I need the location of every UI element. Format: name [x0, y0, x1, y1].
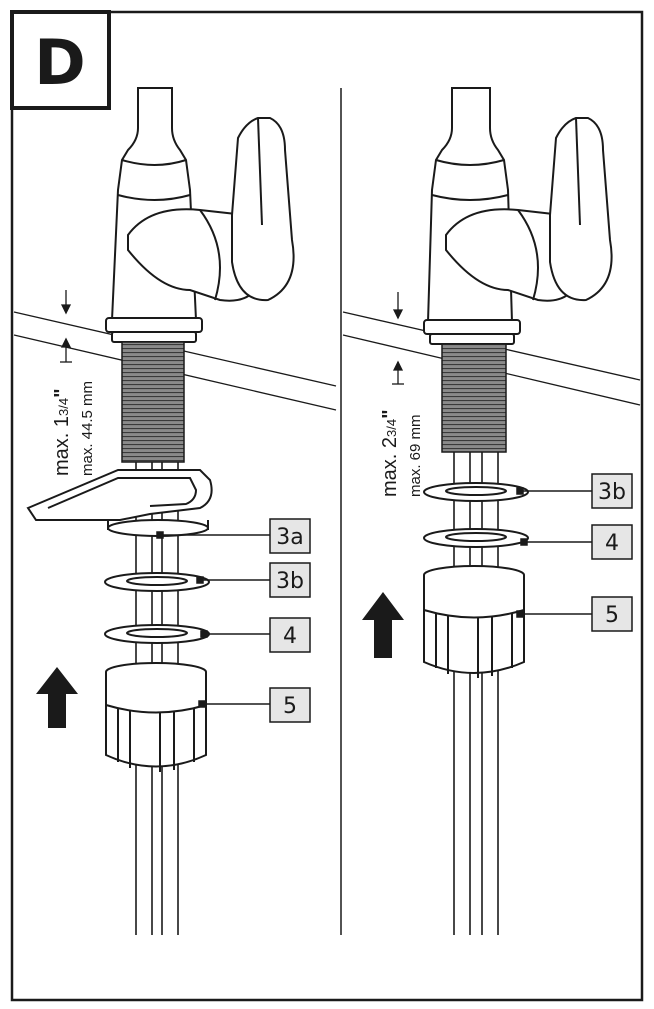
callout-5-left: 5 — [269, 687, 311, 723]
nut-5-left — [105, 662, 207, 772]
washer-3b-left — [104, 572, 210, 592]
callout-5-right: 5 — [591, 596, 633, 632]
dimension-imperial-left: max. 13/4" — [51, 388, 73, 476]
dimension-metric-right: max. 69 mm — [407, 414, 424, 497]
svg-text:5: 5 — [605, 603, 619, 628]
outer-frame — [10, 10, 644, 1002]
dimension-imperial-right: max. 23/4" — [379, 409, 401, 497]
washer-4-left — [104, 624, 210, 644]
callout-4-right: 4 — [591, 524, 633, 560]
left-panel: max. 13/4" max. 44.5 mm 3a 3b 4 5 — [13, 87, 337, 935]
dimension-marker-left — [60, 290, 72, 363]
up-arrow-icon — [362, 592, 404, 658]
callout-3b-left: 3b — [269, 562, 311, 598]
washer-3b-right — [423, 482, 529, 502]
svg-text:3b: 3b — [276, 569, 304, 594]
dimension-marker-right — [392, 292, 404, 385]
supply-hoses — [453, 452, 499, 935]
svg-text:5: 5 — [283, 694, 297, 719]
faucet-body — [423, 87, 613, 345]
right-panel: max. 23/4" max. 69 mm 3b 4 5 — [342, 87, 641, 935]
step-letter: D — [34, 26, 85, 99]
svg-text:3b: 3b — [598, 480, 626, 505]
dimension-metric-left: max. 44.5 mm — [79, 381, 96, 476]
threaded-shank — [441, 343, 507, 453]
up-arrow-icon — [36, 667, 78, 728]
callout-3b-right: 3b — [591, 473, 633, 509]
faucet-body — [105, 87, 295, 343]
threaded-shank — [121, 341, 185, 463]
step-box — [10, 10, 111, 110]
svg-text:4: 4 — [605, 531, 619, 556]
nut-5-right — [423, 565, 525, 678]
callout-3a-left: 3a — [269, 518, 311, 554]
callout-4-left: 4 — [269, 617, 311, 653]
callout-leaders-right — [516, 487, 592, 618]
svg-text:4: 4 — [283, 624, 297, 649]
washer-4-right — [423, 528, 529, 548]
svg-text:3a: 3a — [276, 525, 303, 550]
callout-leaders-left — [156, 531, 270, 708]
bracket-3a — [26, 469, 213, 537]
